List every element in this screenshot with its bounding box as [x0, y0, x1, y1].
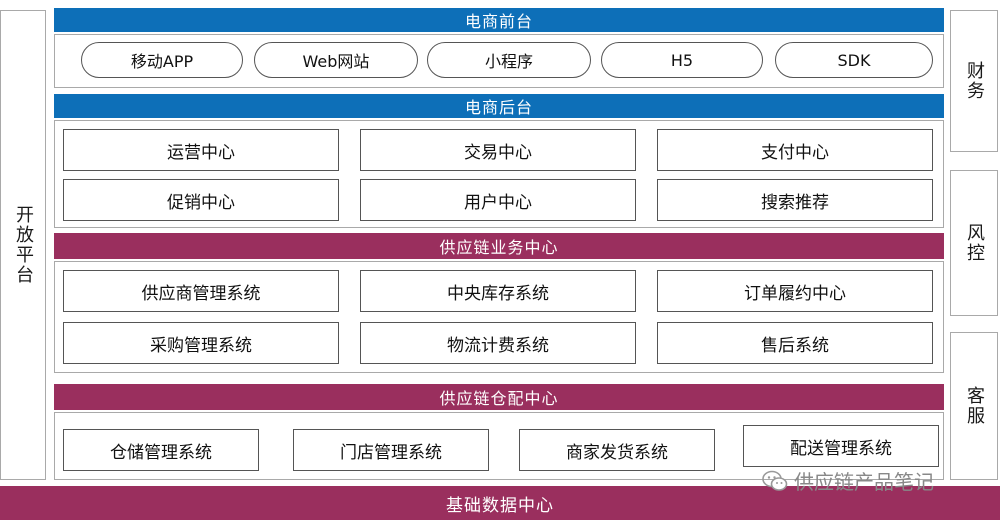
- base-data-bar: 基础数据中心: [0, 486, 1000, 520]
- backend-item-label: 搜索推荐: [761, 192, 829, 213]
- warehouse-item-label: 商家发货系统: [566, 442, 668, 463]
- frontend-item-mobile-app: 移动APP: [81, 42, 243, 78]
- watermark: 供应链产品笔记: [762, 466, 934, 495]
- backend-item-label: 促销中心: [167, 192, 235, 213]
- frontend-item-mini-program: 小程序: [427, 42, 591, 78]
- frontend-item-label: H5: [670, 50, 694, 70]
- backend-item-label: 用户中心: [464, 192, 532, 213]
- frontend-item-h5: H5: [601, 42, 763, 78]
- supply-business-section: 供应商管理系统 中央库存系统 订单履约中心 采购管理系统 物流计费系统 售后系统: [54, 261, 944, 373]
- supply-item-supplier-management: 供应商管理系统: [63, 270, 339, 312]
- supply-item-label: 售后系统: [761, 335, 829, 356]
- warehouse-item-merchant-shipping: 商家发货系统: [519, 429, 715, 471]
- frontend-item-label: Web网站: [302, 52, 370, 71]
- warehouse-item-storage: 仓储管理系统: [63, 429, 259, 471]
- supply-item-logistics-billing: 物流计费系统: [360, 322, 636, 364]
- warehouse-item-label: 仓储管理系统: [110, 442, 212, 463]
- supply-item-label: 采购管理系统: [150, 335, 252, 356]
- warehouse-item-delivery: 配送管理系统: [743, 425, 939, 467]
- backend-item-label: 交易中心: [464, 142, 532, 163]
- warehouse-header: 供应链仓配中心: [54, 384, 944, 410]
- warehouse-title: 供应链仓配中心: [439, 389, 559, 408]
- base-data-title: 基础数据中心: [446, 495, 554, 516]
- backend-item-payment: 支付中心: [657, 129, 933, 171]
- supply-item-central-inventory: 中央库存系统: [360, 270, 636, 312]
- supply-item-order-fulfillment: 订单履约中心: [657, 270, 933, 312]
- risk-control-panel: 风控: [950, 170, 998, 316]
- backend-item-trading: 交易中心: [360, 129, 636, 171]
- backend-item-user: 用户中心: [360, 179, 636, 221]
- warehouse-section: 仓储管理系统 门店管理系统 商家发货系统 配送管理系统: [54, 412, 944, 480]
- supply-business-title: 供应链业务中心: [439, 238, 559, 257]
- frontend-item-website: Web网站: [254, 42, 418, 78]
- frontend-item-label: 移动APP: [130, 52, 194, 71]
- supply-item-after-sales: 售后系统: [657, 322, 933, 364]
- backend-item-promotion: 促销中心: [63, 179, 339, 221]
- backend-item-search-recommend: 搜索推荐: [657, 179, 933, 221]
- supply-item-label: 供应商管理系统: [141, 283, 261, 304]
- watermark-text: 供应链产品笔记: [794, 470, 934, 494]
- finance-panel: 财务: [950, 10, 998, 152]
- supply-item-procurement: 采购管理系统: [63, 322, 339, 364]
- backend-item-operations: 运营中心: [63, 129, 339, 171]
- backend-section: 运营中心 交易中心 支付中心 促销中心 用户中心 搜索推荐: [54, 120, 944, 228]
- frontend-section: 移动APP Web网站 小程序 H5 SDK: [54, 34, 944, 88]
- supply-item-label: 中央库存系统: [447, 283, 549, 304]
- frontend-item-label: SDK: [837, 50, 871, 70]
- risk-control-label: 风控: [964, 223, 985, 263]
- warehouse-item-label: 配送管理系统: [790, 438, 892, 459]
- backend-item-label: 运营中心: [167, 142, 235, 163]
- frontend-item-sdk: SDK: [775, 42, 933, 78]
- warehouse-item-label: 门店管理系统: [340, 442, 442, 463]
- backend-title: 电商后台: [464, 98, 533, 117]
- open-platform-label: 开放平台: [13, 205, 34, 285]
- open-platform-panel: 开放平台: [0, 10, 46, 480]
- backend-item-label: 支付中心: [761, 142, 829, 163]
- backend-header: 电商后台: [54, 94, 944, 118]
- supply-item-label: 订单履约中心: [744, 283, 846, 304]
- wechat-icon: [762, 470, 788, 491]
- frontend-item-label: 小程序: [484, 52, 533, 71]
- customer-service-panel: 客服: [950, 332, 998, 480]
- warehouse-item-store: 门店管理系统: [293, 429, 489, 471]
- supply-business-header: 供应链业务中心: [54, 233, 944, 259]
- customer-service-label: 客服: [964, 386, 985, 426]
- finance-label: 财务: [964, 61, 985, 101]
- frontend-title: 电商前台: [464, 12, 533, 31]
- supply-item-label: 物流计费系统: [447, 335, 549, 356]
- frontend-header: 电商前台: [54, 8, 944, 32]
